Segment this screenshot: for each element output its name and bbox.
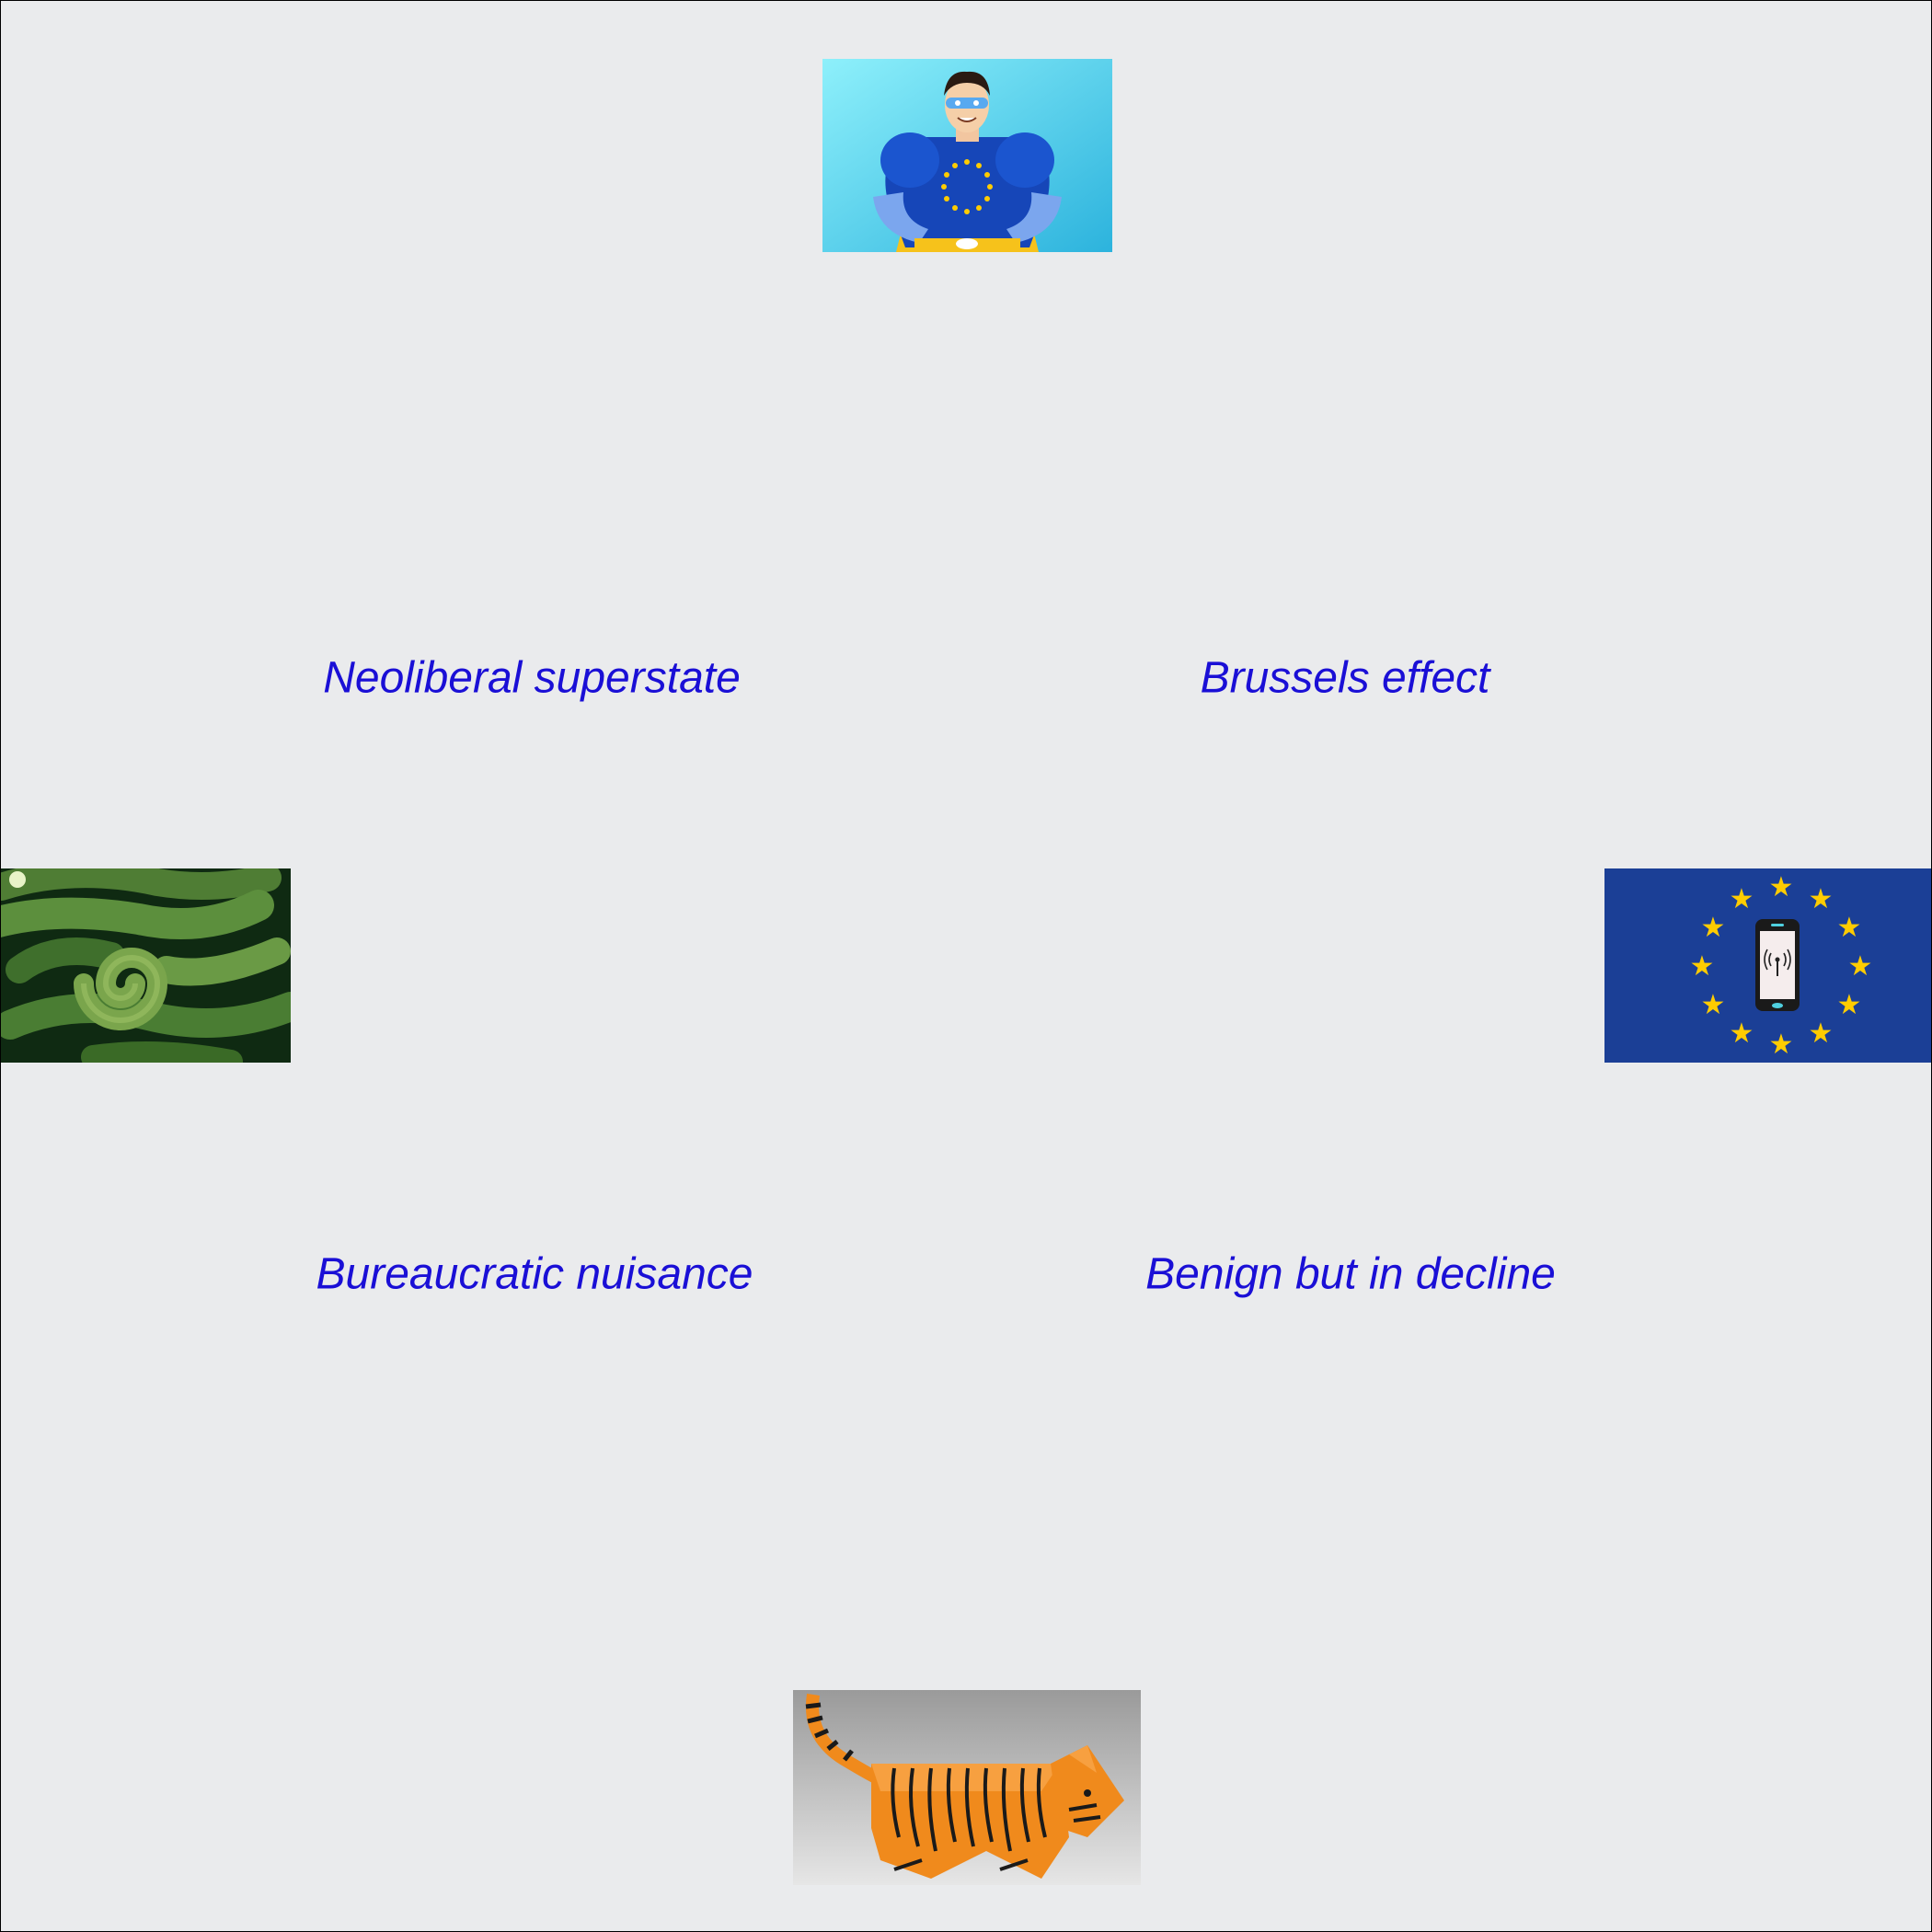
- label-benign-but-in-decline: Benign but in decline: [1145, 1249, 1556, 1299]
- paper-tiger-icon: [793, 1690, 1141, 1885]
- svg-text:★: ★: [1769, 1029, 1794, 1061]
- svg-text:★: ★: [1701, 912, 1726, 944]
- svg-text:★: ★: [1837, 989, 1862, 1021]
- label-brussels-effect: Brussels effect: [1200, 653, 1490, 703]
- svg-text:★: ★: [1701, 989, 1726, 1021]
- label-bureaucratic-nuisance: Bureaucratic nuisance: [316, 1249, 753, 1299]
- svg-text:★: ★: [1730, 1018, 1754, 1050]
- bent-cucumbers-icon: [1, 868, 291, 1063]
- eu-flag-smartphone-icon: ★ ★ ★ ★ ★ ★ ★ ★ ★ ★ ★ ★: [1604, 868, 1931, 1063]
- svg-text:★: ★: [1769, 871, 1794, 903]
- label-neoliberal-superstate: Neoliberal superstate: [323, 653, 741, 703]
- svg-text:★: ★: [1809, 883, 1834, 915]
- svg-text:★: ★: [1837, 912, 1862, 944]
- svg-text:★: ★: [1690, 950, 1715, 983]
- svg-text:★: ★: [1730, 883, 1754, 915]
- svg-text:★: ★: [1809, 1018, 1834, 1050]
- svg-text:★: ★: [1848, 950, 1873, 983]
- eu-superhero-icon: [822, 59, 1112, 252]
